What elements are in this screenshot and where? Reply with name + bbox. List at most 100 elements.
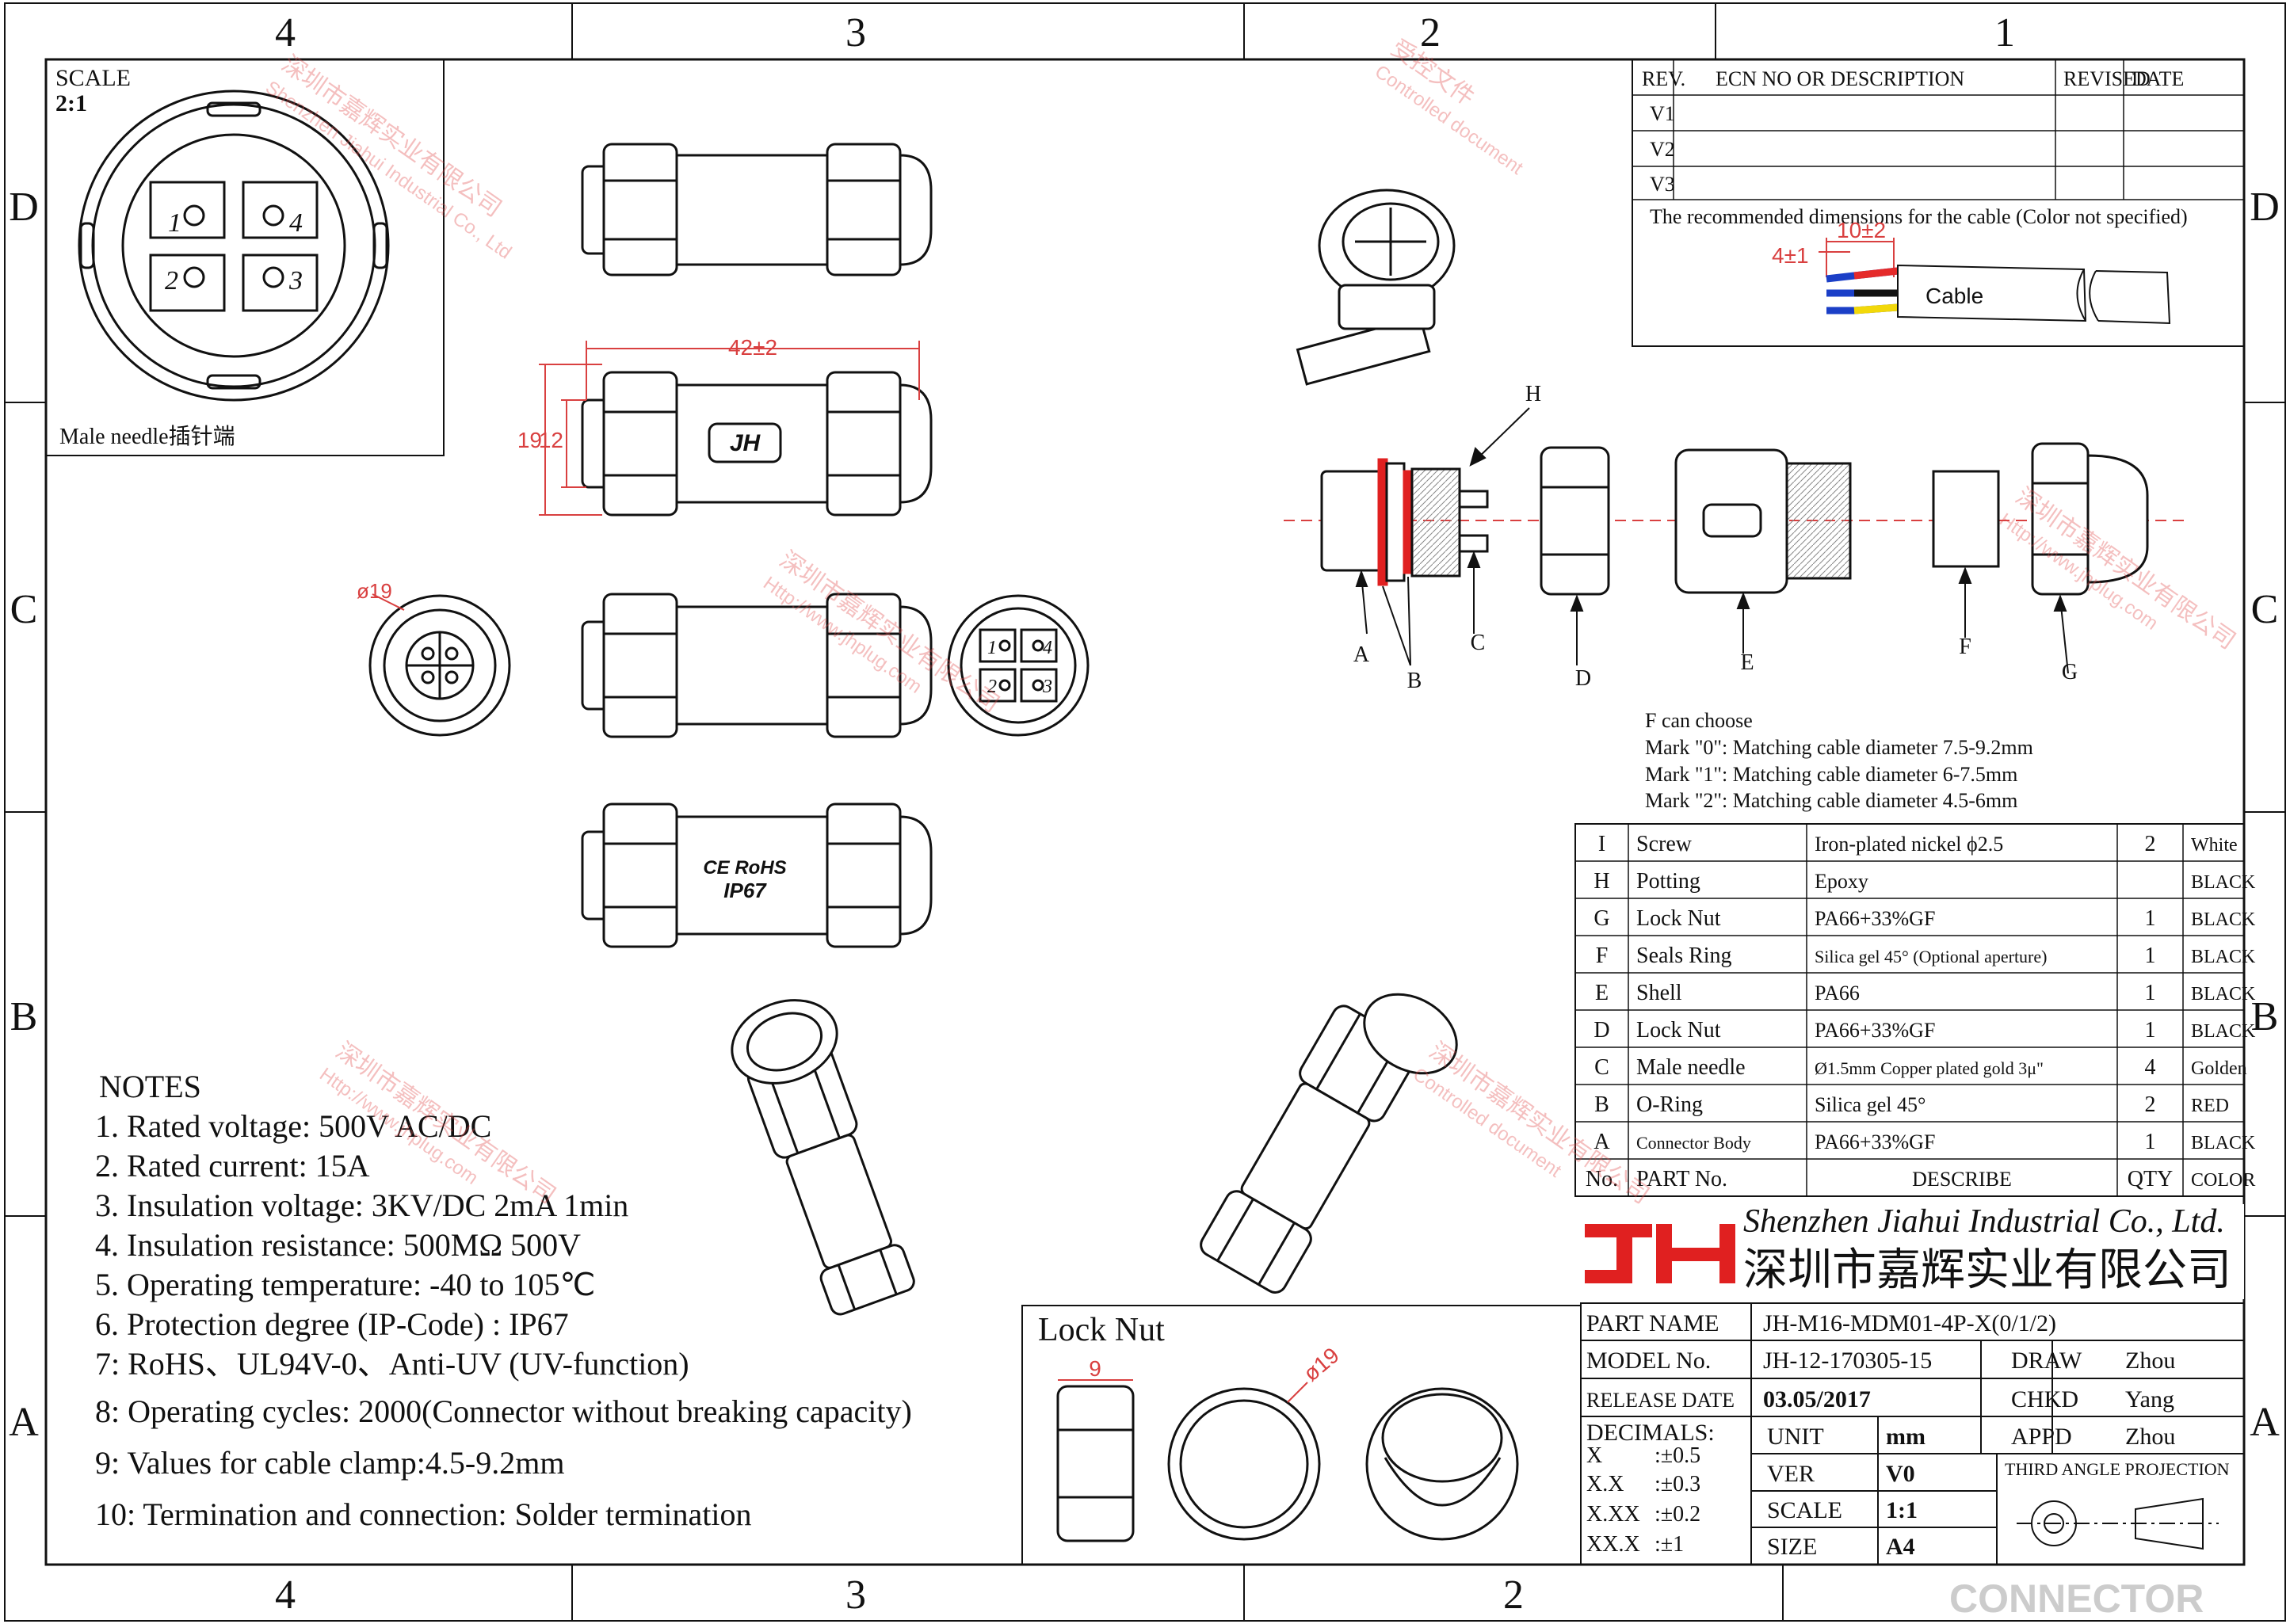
bom-cell-qty: 2 — [2145, 1092, 2156, 1117]
zone-left-D: D — [9, 185, 39, 230]
rev-header-rev: REV. — [1642, 67, 1685, 90]
rev-row-v2: V2 — [1650, 138, 1675, 161]
lock-nut-title: Lock Nut — [1038, 1312, 1165, 1348]
zone-bottom-2: 2 — [1503, 1573, 1524, 1618]
ver-label: VER — [1767, 1461, 1815, 1487]
bom-cell-part: Screw — [1636, 832, 1693, 856]
front-face-right — [947, 594, 1090, 737]
seal-options: F can choose Mark "0": Matching cable di… — [1645, 709, 2033, 812]
ce-rohs-mark: CE RoHS — [703, 857, 786, 879]
bom-cell-no: G — [1593, 906, 1609, 931]
exploded-view: A B C D E F G H — [1284, 382, 2187, 693]
callout-g: G — [2062, 660, 2078, 684]
connector-view-bottom — [581, 802, 933, 948]
callout-d: D — [1575, 666, 1591, 691]
bom-cell-qty: 1 — [2145, 981, 2156, 1005]
callout-a: A — [1353, 642, 1370, 667]
note-item: 7: RoHS、UL94V-0、Anti-UV (UV-function) — [95, 1346, 689, 1382]
decimal-1-val: :±0.3 — [1655, 1472, 1700, 1496]
note-item: 5. Operating temperature: -40 to 105℃ — [95, 1267, 595, 1302]
decimal-2-key: X.XX — [1586, 1502, 1640, 1527]
chkd-value: Yang — [2125, 1386, 2174, 1412]
scale-value-tb: 1:1 — [1886, 1497, 1918, 1523]
choose-title: F can choose — [1645, 709, 1753, 732]
scale-box: SCALE 2:1 1 4 2 3 Male needle插针端 — [45, 59, 445, 456]
rev-row-v3: V3 — [1650, 173, 1675, 196]
front-face-left — [368, 594, 511, 737]
appd-label: APPD — [2011, 1424, 2072, 1450]
zone-left-C: C — [10, 587, 38, 632]
rev-row-v1: V1 — [1650, 102, 1675, 125]
dim-height-inner: 12 — [539, 428, 563, 452]
decimal-0-key: X — [1586, 1443, 1602, 1468]
bom-header-color: COLOR — [2191, 1170, 2255, 1191]
bom-cell-color: RED — [2191, 1096, 2229, 1116]
zone-right-A: A — [2250, 1400, 2280, 1445]
note-item: 10: Termination and connection: Solder t… — [95, 1496, 752, 1532]
dim-length: 42±2 — [728, 335, 777, 360]
cable-note: The recommended dimensions for the cable… — [1650, 205, 2188, 228]
projection-symbol — [2017, 1497, 2219, 1550]
bom-cell-qty: 1 — [2145, 906, 2156, 931]
bom-cell-part: Male needle — [1636, 1055, 1746, 1080]
decimals-label: DECIMALS: — [1586, 1420, 1715, 1446]
iso-view-right — [1200, 993, 1458, 1294]
connector-view-dim — [581, 371, 933, 517]
scale-title: SCALE — [55, 65, 131, 91]
zone-top-2: 2 — [1420, 10, 1441, 55]
bom-cell-no: I — [1598, 832, 1605, 856]
callout-f: F — [1959, 635, 1971, 659]
bom-cell-part: Connector Body — [1636, 1133, 1751, 1153]
bom-cell-desc: Iron-plated nickel ϕ2.5 — [1815, 833, 2003, 856]
callout-e: E — [1740, 650, 1754, 675]
bom-cell-desc: PA66+33%GF — [1815, 907, 1935, 930]
bom-cell-desc: Silica gel 45° (Optional aperture) — [1815, 947, 2047, 966]
callout-c: C — [1471, 631, 1486, 655]
bom-cell-desc: Silica gel 45° — [1815, 1093, 1926, 1116]
company-block: Shenzhen Jiahui Industrial Co., Ltd. 深圳市… — [1575, 1203, 2244, 1299]
unit-label: UNIT — [1767, 1424, 1824, 1450]
bom-cell-qty: 4 — [2145, 1055, 2156, 1080]
rev-header-ecn: ECN NO OR DESCRIPTION — [1716, 67, 1964, 90]
watermark: 深圳市嘉辉实业有限公司 Shenzhen Jiahui Industrial C… — [261, 35, 2240, 1621]
bom-cell-part: O-Ring — [1636, 1092, 1703, 1117]
bom-cell-color: Golden — [2191, 1058, 2247, 1079]
dim-height-outer: 19 — [517, 428, 542, 452]
bom-header-qty: QTY — [2128, 1167, 2174, 1191]
part-name-value: JH-M16-MDM01-4P-X(0/1/2) — [1763, 1310, 2056, 1336]
bom-cell-color: BLACK — [2191, 909, 2256, 930]
part-a-body — [1320, 470, 1385, 572]
bom-cell-desc: PA66 — [1815, 982, 1860, 1005]
choose-line-1: Mark "1": Matching cable diameter 6-7.5m… — [1645, 763, 2017, 786]
zone-bottom-3: 3 — [845, 1573, 866, 1618]
zone-right-B: B — [2251, 994, 2279, 1039]
face-pin-2: 2 — [987, 677, 997, 697]
bom-cell-part: Potting — [1636, 869, 1700, 894]
zone-labels: 4 3 2 1 4 3 2 D C B A D C B A — [9, 10, 2280, 1618]
bom-cell-desc: Ø1.5mm Copper plated gold 3μ" — [1815, 1058, 2044, 1078]
ip67-mark: IP67 — [723, 879, 767, 902]
bom-cell-desc: Epoxy — [1815, 870, 1868, 893]
iso-view-left — [731, 999, 915, 1316]
lock-nut-detail: Lock Nut 9 ø19 — [1021, 1305, 1582, 1565]
release-label: RELEASE DATE — [1586, 1389, 1735, 1412]
bom-cell-part: Lock Nut — [1636, 906, 1721, 931]
note-item: 6. Protection degree (IP-Code) : IP67 — [95, 1306, 569, 1342]
part-name-label: PART NAME — [1586, 1310, 1719, 1336]
part-c-needle — [1458, 490, 1489, 509]
scale-value: 2:1 — [55, 90, 87, 116]
draw-value: Zhou — [2125, 1348, 2175, 1374]
choose-line-0: Mark "0": Matching cable diameter 7.5-9.… — [1645, 736, 2033, 759]
unit-value: mm — [1886, 1424, 1926, 1450]
bom-cell-color: BLACK — [2191, 1133, 2256, 1153]
size-value: A4 — [1886, 1534, 1915, 1560]
zone-top-1: 1 — [1994, 10, 2015, 55]
dim-nut-dia: ø19 — [1299, 1343, 1344, 1386]
face-pin-3: 3 — [1042, 677, 1052, 697]
bom-cell-no: C — [1594, 1055, 1609, 1080]
scale-caption: Male needle插针端 — [59, 424, 235, 449]
male-face-2x — [78, 90, 390, 402]
note-item: 9: Values for cable clamp:4.5-9.2mm — [95, 1445, 564, 1481]
bom-cell-no: E — [1595, 981, 1609, 1005]
